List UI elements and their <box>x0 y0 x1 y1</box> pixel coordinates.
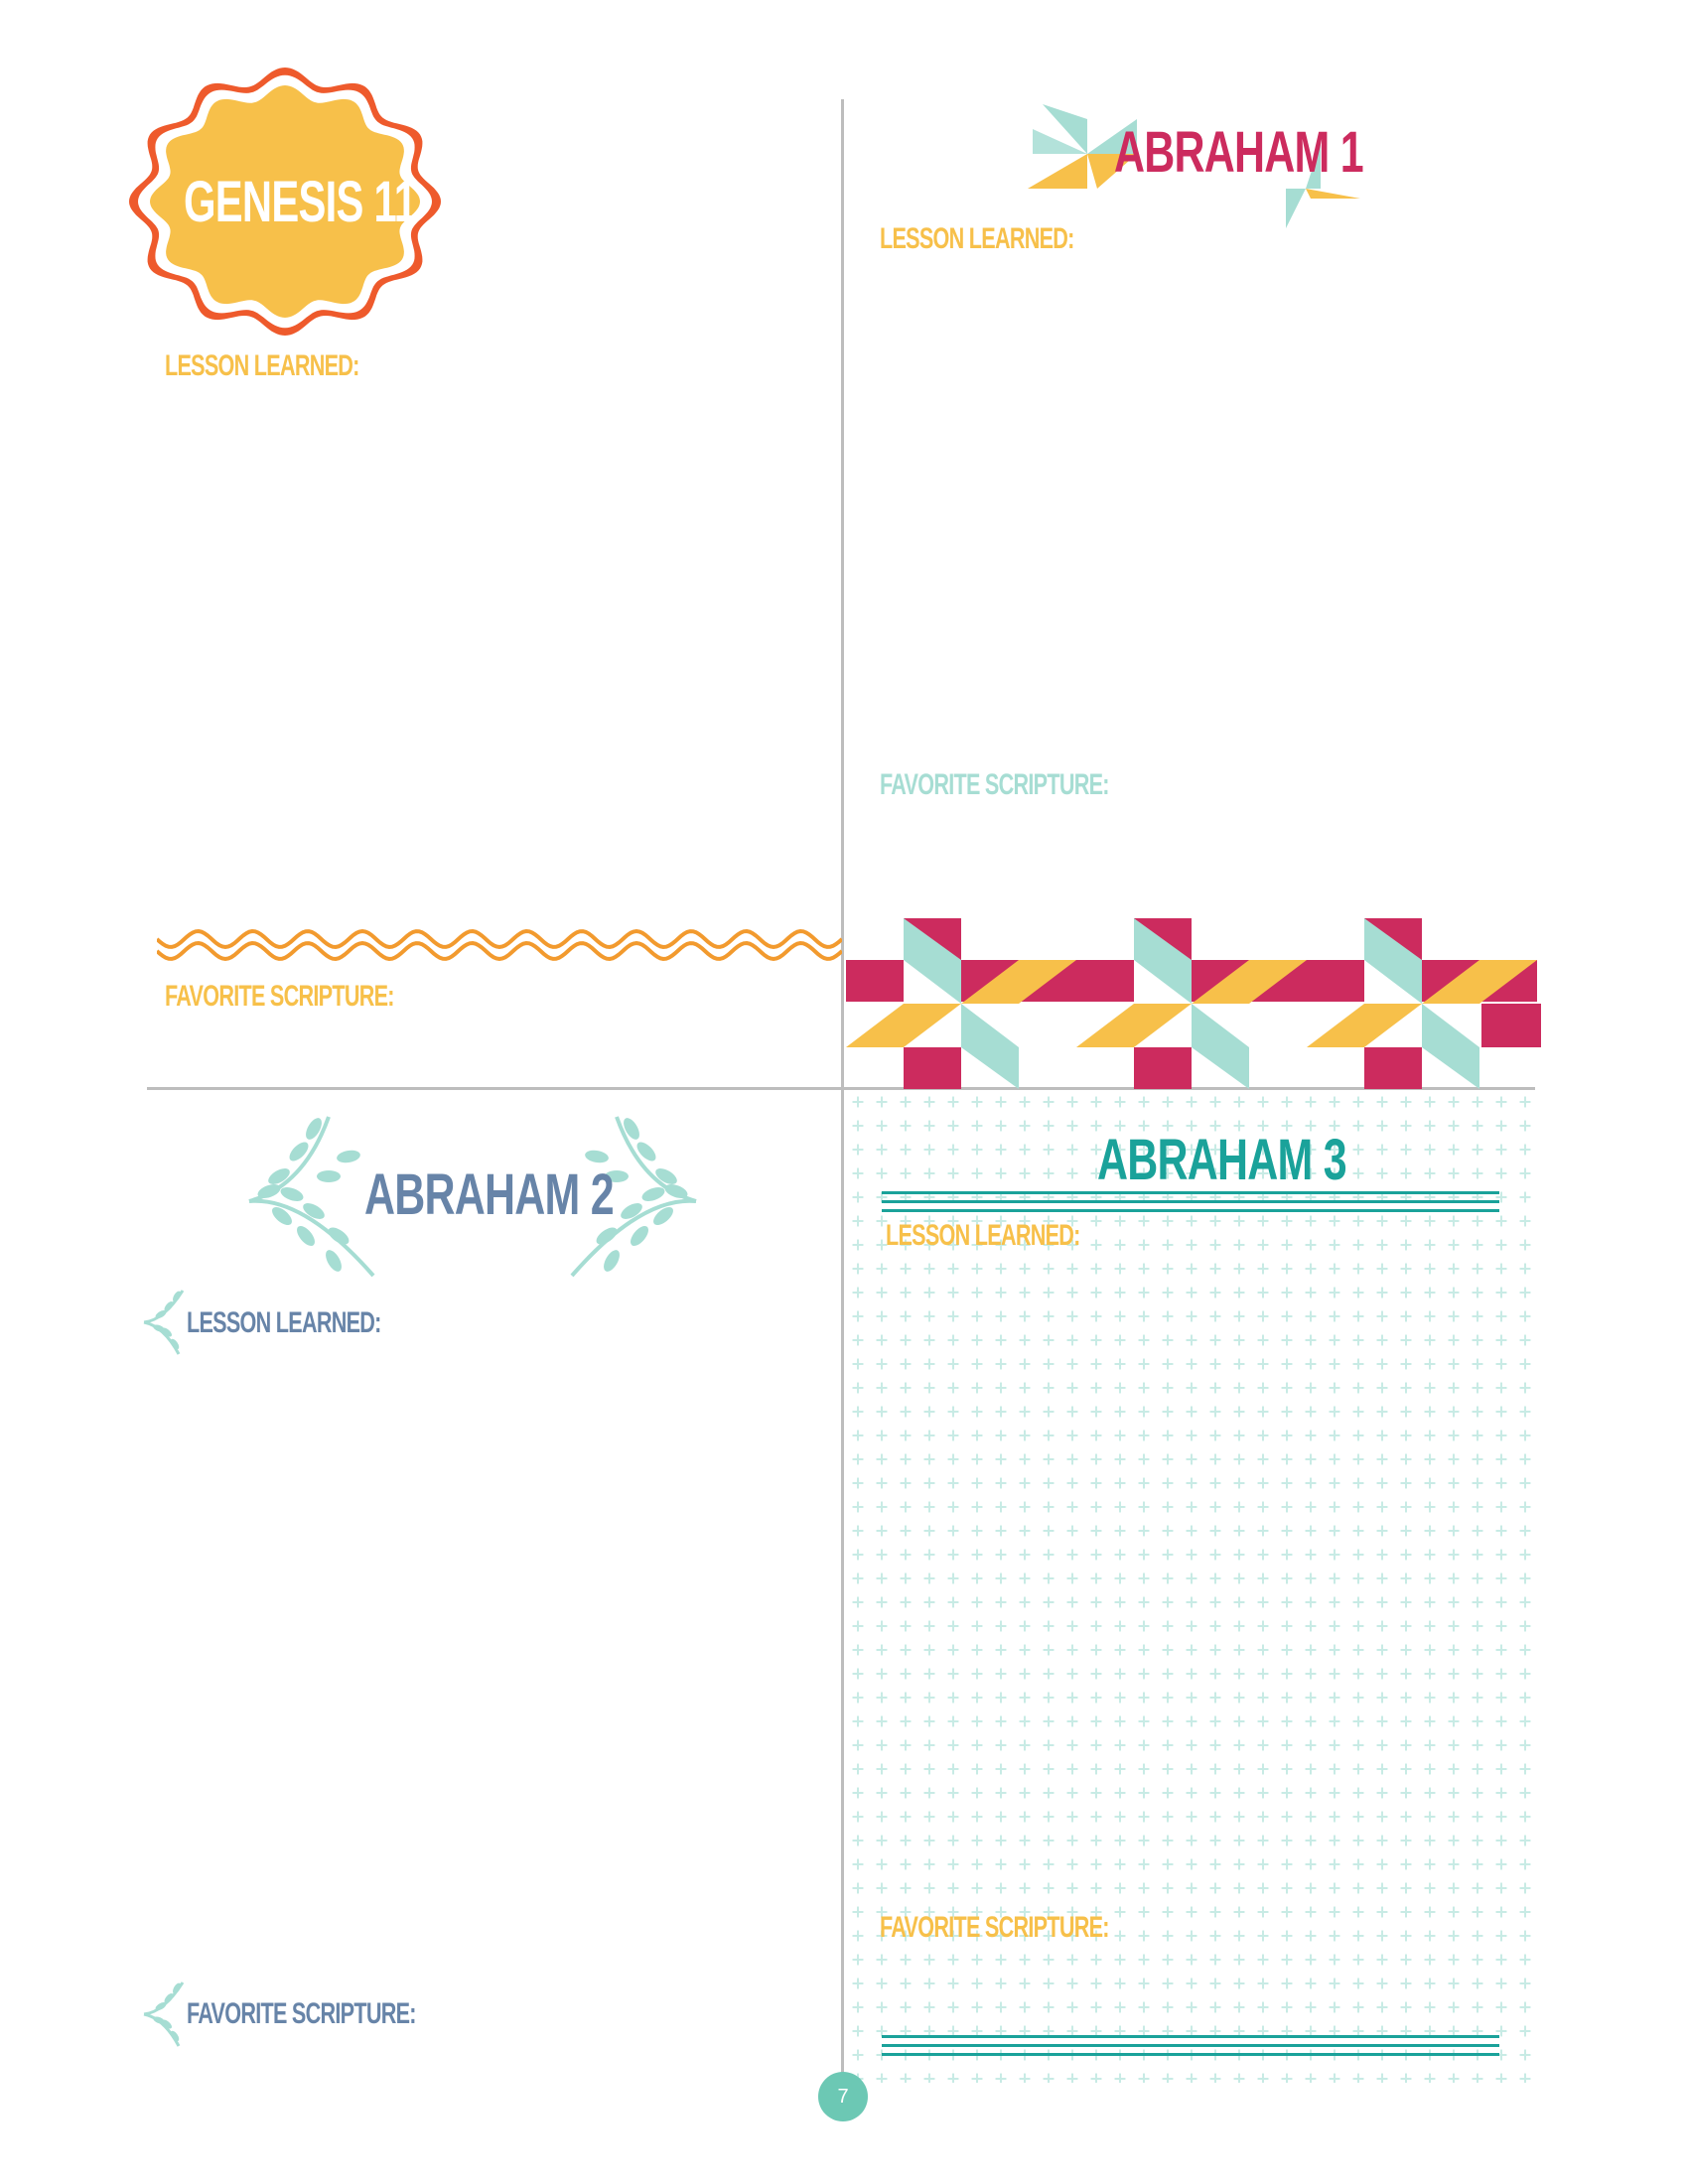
leaf-sprig-icon <box>143 1981 185 2047</box>
laurel-branch-icon <box>570 1116 697 1278</box>
genesis11-lesson-label: LESSON LEARNED: <box>165 349 359 382</box>
genesis11-title: GENESIS 11 <box>184 170 417 234</box>
abraham3-lesson-label: LESSON LEARNED: <box>886 1219 1080 1252</box>
abraham3-title: ABRAHAM 3 <box>1097 1128 1347 1192</box>
scalloped-badge-icon <box>129 68 441 336</box>
page-number-circle: 7 <box>818 2072 868 2121</box>
abraham3-scripture-label: FAVORITE SCRIPTURE: <box>880 1911 1109 1944</box>
abraham1-title: ABRAHAM 1 <box>1114 120 1364 185</box>
page-number: 7 <box>837 2085 849 2108</box>
vertical-divider <box>841 99 844 2095</box>
horizontal-divider <box>147 1087 1535 1090</box>
abraham1-lesson-label: LESSON LEARNED: <box>880 222 1074 255</box>
leaf-sprig-icon <box>143 1290 185 1355</box>
abraham1-scripture-label: FAVORITE SCRIPTURE: <box>880 768 1109 801</box>
genesis11-scripture-label: FAVORITE SCRIPTURE: <box>165 980 394 1013</box>
laurel-branch-icon <box>248 1116 375 1278</box>
abraham3-top-rule <box>882 1191 1499 1212</box>
quilt-pattern-decoration <box>846 918 1541 1089</box>
abraham2-scripture-label: FAVORITE SCRIPTURE: <box>187 1997 416 2030</box>
pinwheel-icon <box>1028 104 1360 228</box>
plus-grid-background <box>846 1090 1541 2083</box>
abraham2-title: ABRAHAM 2 <box>364 1162 615 1227</box>
abraham2-lesson-label: LESSON LEARNED: <box>187 1306 381 1339</box>
abraham3-bottom-rule <box>882 2035 1499 2056</box>
wavy-line-decoration <box>157 928 842 962</box>
